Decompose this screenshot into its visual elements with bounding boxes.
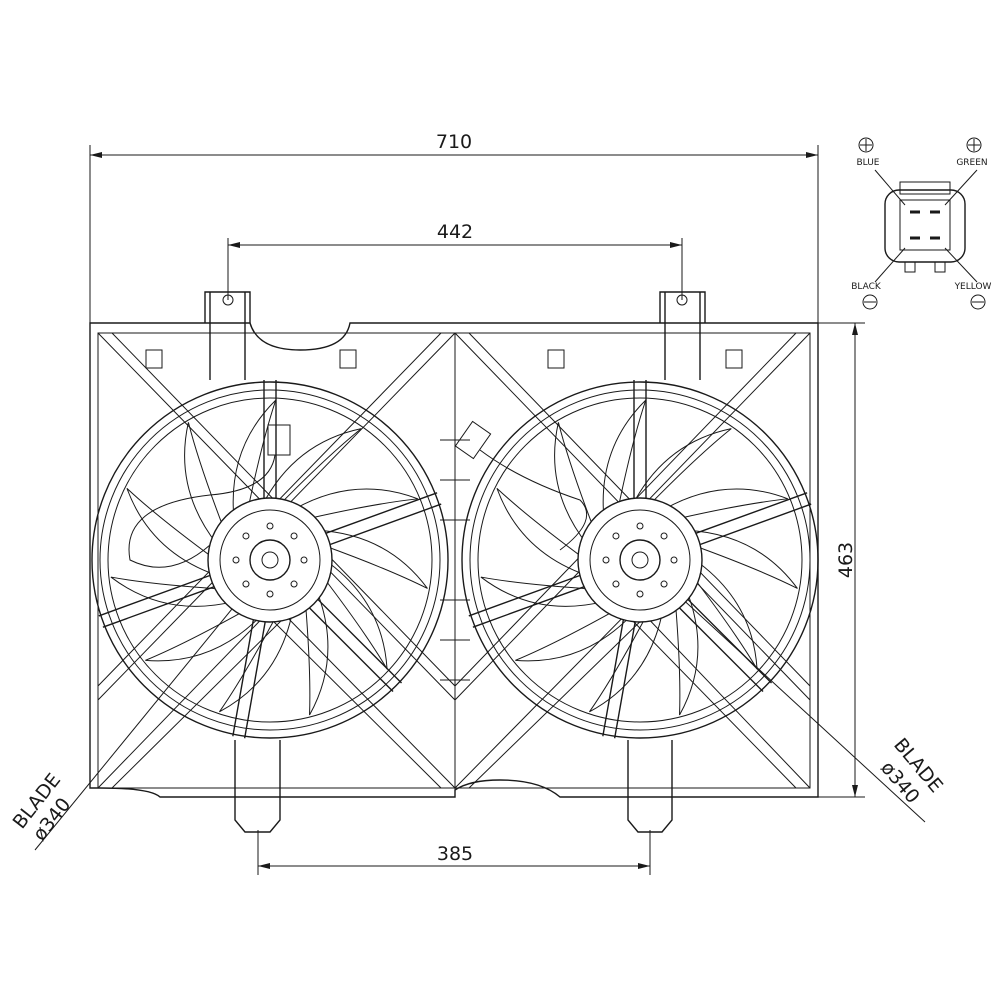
- dimension-385-label: 385: [437, 843, 473, 865]
- fan-blade: [184, 422, 225, 545]
- motor-strut: [633, 380, 647, 500]
- motor-strut: [307, 597, 403, 693]
- fan-blade: [674, 589, 699, 716]
- fans: [91, 380, 819, 739]
- motor-shaft: [631, 551, 649, 569]
- fan-blade: [554, 422, 595, 545]
- motor-hub: [589, 509, 691, 611]
- fan-blade: [126, 487, 218, 576]
- hub-hole: [266, 590, 274, 598]
- hub-hole: [242, 580, 250, 588]
- motor-strut: [694, 492, 812, 546]
- blade-tip-circle: [477, 397, 803, 723]
- hub-hole: [670, 556, 678, 564]
- fan-blade: [304, 589, 329, 716]
- minus-icon: [970, 294, 986, 310]
- motor-wire-connector: [454, 420, 492, 460]
- hub-hole: [660, 580, 668, 588]
- motor-wire: [479, 449, 588, 551]
- fan-blade: [631, 428, 732, 507]
- motor-shaft: [261, 551, 279, 569]
- fan-left: [91, 380, 449, 739]
- motor-hub: [219, 509, 321, 611]
- motor-housing: [207, 497, 333, 623]
- hub-hole: [602, 556, 610, 564]
- dimension-385: 385: [257, 830, 651, 875]
- hub-hole: [612, 532, 620, 540]
- pin-yellow-label: YELLOW: [954, 282, 992, 292]
- fan-blade: [589, 609, 664, 713]
- fan-blade: [686, 529, 798, 589]
- motor-strut: [677, 597, 773, 693]
- minus-icon: [862, 294, 878, 310]
- blade-tip-circle: [107, 397, 433, 723]
- fan-blade: [662, 488, 789, 520]
- fan-right: [454, 380, 819, 739]
- fan-shroud-ring: [91, 381, 449, 739]
- motor-shaft-boss: [249, 539, 291, 581]
- fan-blade: [515, 609, 633, 662]
- motor-strut: [263, 380, 277, 500]
- motor-strut: [324, 492, 442, 546]
- hub-hole: [232, 556, 240, 564]
- hub-hole: [266, 522, 274, 530]
- hub-hole: [636, 590, 644, 598]
- fan-blade: [292, 488, 419, 520]
- fan-blade: [316, 529, 428, 589]
- dimension-463: 463: [818, 322, 865, 798]
- fan-blade: [219, 609, 294, 713]
- hub-hole: [636, 522, 644, 530]
- fan-blade: [145, 609, 263, 662]
- dimension-710-label: 710: [436, 131, 472, 153]
- motor-wire-connector: [267, 424, 291, 456]
- plus-icon: [966, 137, 982, 153]
- motor-strut: [468, 574, 586, 628]
- shroud-frame: [89, 291, 819, 833]
- motor-strut: [602, 617, 637, 739]
- dimension-442: 442: [227, 221, 683, 300]
- hub-hole: [660, 532, 668, 540]
- hub-hole: [612, 580, 620, 588]
- dimension-710: 710: [89, 131, 819, 330]
- pin-green-label: GREEN: [956, 158, 987, 168]
- hub-hole: [290, 580, 298, 588]
- plus-icon: [858, 137, 874, 153]
- fan-shroud-ring: [461, 381, 819, 739]
- dimension-463-label: 463: [835, 542, 857, 578]
- motor-wire: [128, 454, 276, 568]
- fan-blade: [261, 428, 362, 507]
- motor-strut: [98, 574, 216, 628]
- hub-hole: [242, 532, 250, 540]
- motor-shaft-boss: [619, 539, 661, 581]
- hub-hole: [300, 556, 308, 564]
- dimension-442-label: 442: [437, 221, 473, 243]
- connector-diagram: BLUE GREEN BLACK YELLOW: [851, 137, 992, 310]
- motor-housing: [577, 497, 703, 623]
- pin-black-label: BLACK: [851, 282, 882, 292]
- pin-blue-label: BLUE: [856, 158, 879, 168]
- fan-blade: [496, 487, 588, 576]
- fan-shroud-inner-ring: [469, 389, 811, 731]
- fan-shroud-inner-ring: [99, 389, 441, 731]
- hub-hole: [290, 532, 298, 540]
- motor-strut: [232, 617, 267, 739]
